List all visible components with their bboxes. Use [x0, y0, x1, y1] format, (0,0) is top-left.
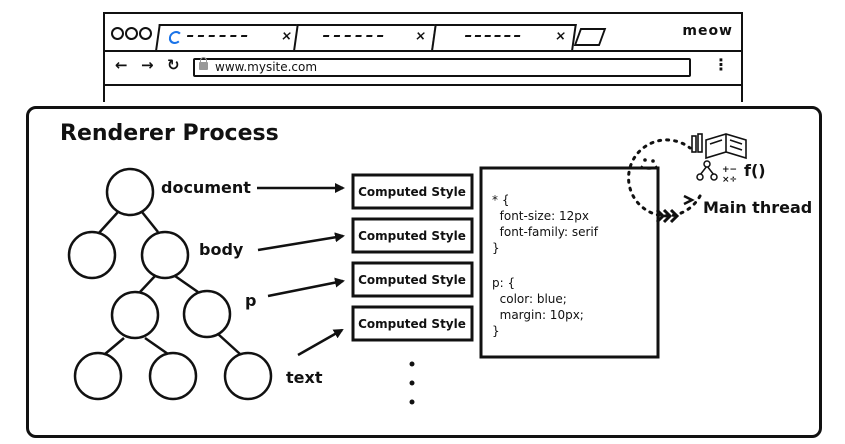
menu-icon[interactable]: ⋮: [713, 55, 729, 74]
reload-icon[interactable]: ↻: [167, 56, 180, 74]
arrow-p: [267, 277, 345, 298]
computed-style-box: [351, 305, 474, 342]
label-text: text: [286, 368, 323, 387]
css-line: }: [492, 324, 500, 338]
computed-style-box: [351, 173, 474, 210]
computed-style-box: [351, 217, 474, 254]
dom-tree-edges: [97, 211, 241, 356]
address-bar[interactable]: www.mysite.com: [193, 57, 691, 77]
arrow-right-icon: [683, 194, 695, 206]
book-icon: [691, 133, 747, 160]
math-ops-icon: +−: [722, 165, 737, 175]
dom-node: [110, 290, 160, 340]
dom-node-p: [182, 289, 232, 339]
back-arrow-icon[interactable]: ←: [115, 56, 128, 74]
navigation-bar: ← → ↻ www.mysite.com ⋮: [105, 50, 741, 86]
main-thread-label: Main thread: [703, 198, 812, 217]
computed-style-box: [351, 261, 474, 298]
chevron-right-icon: [655, 208, 680, 224]
window-control-icon[interactable]: [125, 27, 138, 40]
dom-node-text: [223, 351, 273, 401]
arrow-text: [297, 328, 344, 357]
css-line: font-size: 12px: [492, 209, 589, 223]
computed-style-label: Computed Style: [358, 229, 466, 243]
dom-node-body: [140, 230, 190, 280]
url-text: www.mysite.com: [215, 60, 318, 74]
arrow-body: [257, 232, 345, 252]
css-line: color: blue;: [492, 292, 567, 306]
smile-icon: [640, 165, 658, 170]
css-line: p: {: [492, 276, 515, 290]
dom-node: [148, 351, 198, 401]
css-line: * {: [492, 193, 509, 207]
computed-style-label: Computed Style: [358, 317, 466, 331]
main-thread-character: [627, 138, 702, 224]
tree-icon: [696, 160, 718, 181]
renderer-title: Renderer Process: [60, 121, 279, 146]
css-code-box: [479, 166, 660, 359]
forward-arrow-icon[interactable]: →: [141, 56, 154, 74]
browser-window: × × × meow ← → ↻ www.mysite.com ⋮: [103, 12, 743, 102]
lock-icon: [199, 57, 208, 70]
more-items-indicator: [409, 361, 415, 405]
window-control-icon[interactable]: [139, 27, 152, 40]
window-control-icon[interactable]: [111, 27, 124, 40]
mapping-arrows: [257, 183, 345, 357]
dom-node: [73, 351, 123, 401]
css-line: }: [492, 241, 500, 255]
label-body: body: [199, 240, 244, 259]
dom-node: [67, 230, 117, 280]
function-icon: f(): [744, 161, 766, 180]
eye-icon: [643, 158, 647, 162]
css-line: font-family: serif: [492, 225, 599, 239]
dom-node-document: [105, 167, 155, 217]
computed-style-label: Computed Style: [358, 273, 466, 287]
profile-label: meow: [682, 23, 733, 39]
tab-bar: × × × meow: [105, 14, 741, 52]
label-document: document: [161, 178, 251, 197]
label-p: p: [245, 291, 256, 310]
math-ops-icon: ×÷: [722, 175, 737, 185]
computed-style-label: Computed Style: [358, 185, 466, 199]
eye-icon: [651, 159, 655, 163]
css-line: margin: 10px;: [492, 308, 584, 322]
